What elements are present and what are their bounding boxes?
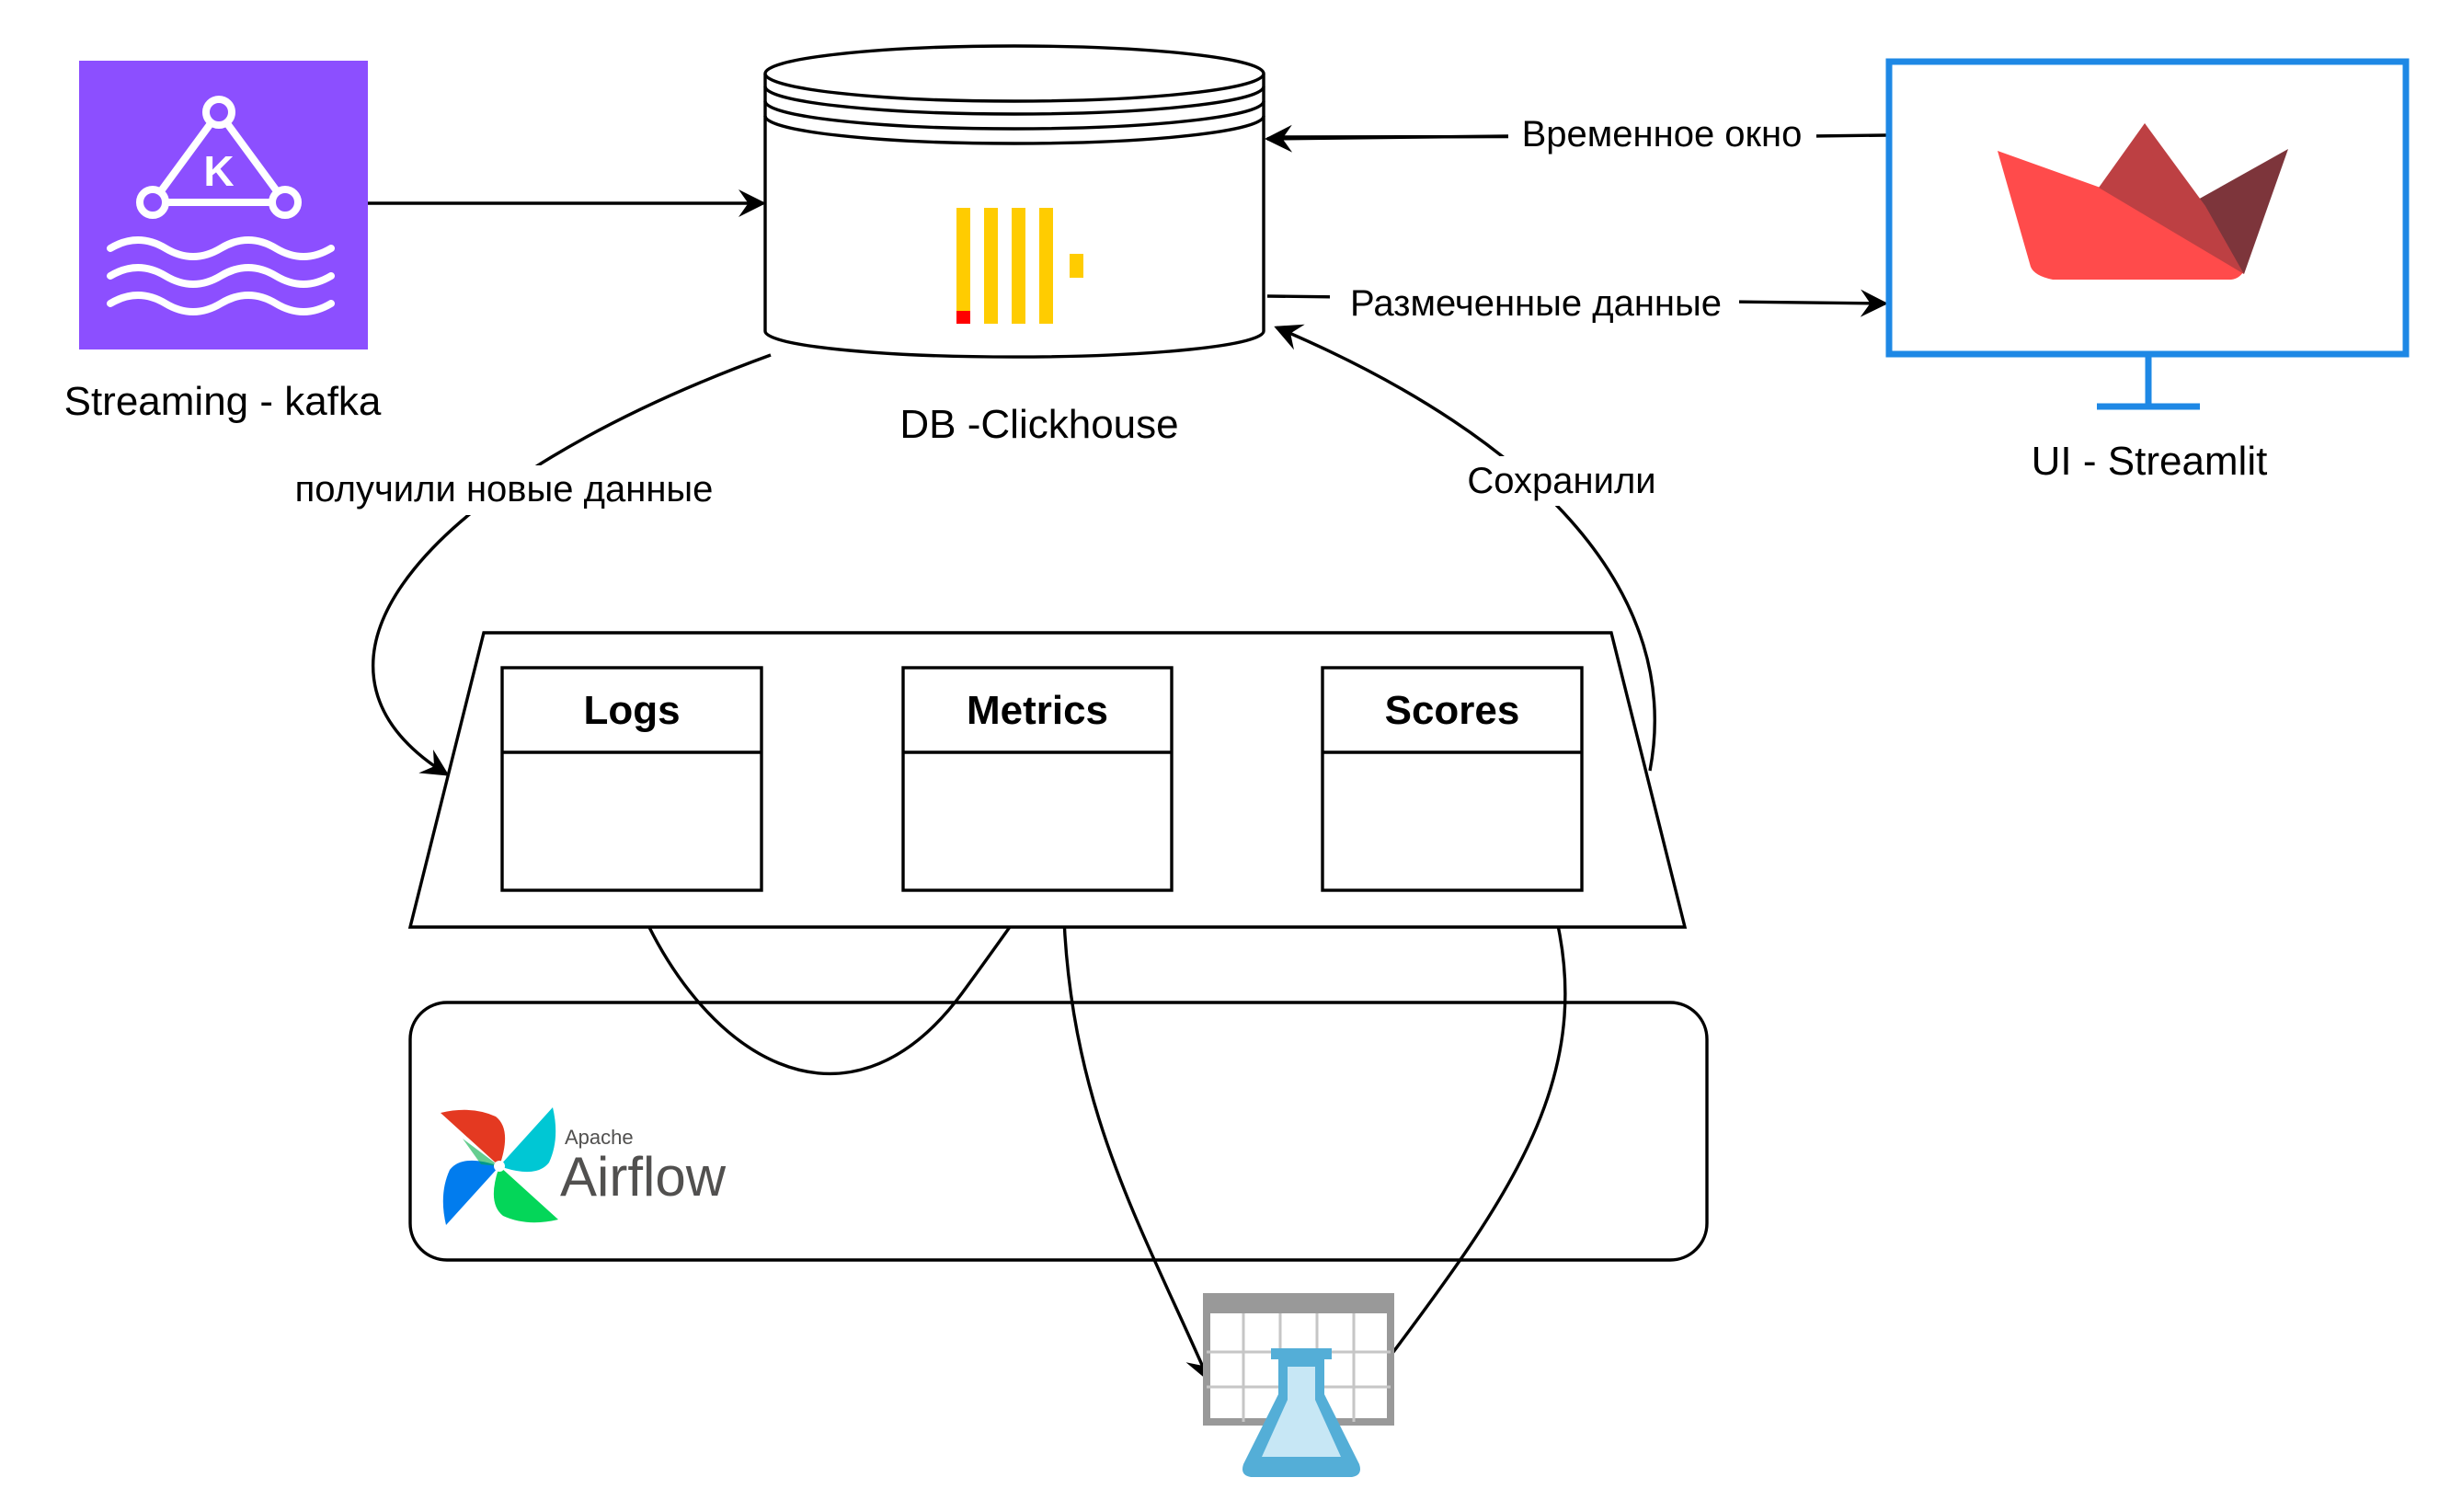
edge-label-saved: Сохранили: [1467, 461, 1655, 501]
table-metrics-title: Metrics: [967, 688, 1108, 733]
edge-experiment-to-scores: [1389, 893, 1571, 1357]
streamlit-label: UI - Streamlit: [2032, 439, 2268, 484]
table-scores-title: Scores: [1385, 688, 1520, 733]
node-clickhouse[interactable]: DB -Clickhouse: [763, 44, 1265, 447]
table-scores[interactable]: Scores: [1321, 666, 1584, 892]
kafka-label: Streaming - kafka: [64, 379, 382, 424]
edge-got-new-data: [372, 353, 772, 776]
kafka-icon: K: [79, 61, 368, 349]
edge-label-labeled-data: Размеченные данные: [1350, 283, 1722, 324]
table-logs-title: Logs: [583, 688, 680, 733]
edge-metrics-to-experiment: [1061, 891, 1211, 1382]
edge-saved: [1274, 324, 1656, 772]
edge-label-got-new-data: получили новые данные: [295, 469, 714, 510]
node-streamlit[interactable]: UI - Streamlit: [1885, 58, 2410, 484]
table-metrics[interactable]: Metrics: [901, 666, 1174, 892]
table-logs[interactable]: Logs: [500, 666, 763, 892]
airflow-container: [408, 1001, 1709, 1262]
node-airflow[interactable]: Apache Airflow: [408, 1001, 1709, 1262]
clickhouse-icon: [956, 208, 1083, 324]
edge-label-time-window: Временное окно: [1522, 114, 1803, 155]
experiment-flask-icon: [1203, 1293, 1394, 1477]
kafka-icon-letter: K: [203, 147, 234, 195]
airflow-brand-large: Airflow: [560, 1146, 727, 1208]
node-workspace[interactable]: Logs Metrics Scores: [407, 631, 1688, 929]
node-experiment[interactable]: [1203, 1293, 1394, 1477]
node-kafka[interactable]: K Streaming - kafka: [64, 61, 382, 424]
airflow-pinwheel-icon: [441, 1107, 558, 1225]
streamlit-icon: [1998, 123, 2288, 280]
airflow-brand-small: Apache: [565, 1126, 634, 1149]
clickhouse-label: DB -Clickhouse: [899, 402, 1178, 447]
edge-labels: Временное окно Размеченные данные получи…: [267, 110, 1816, 515]
